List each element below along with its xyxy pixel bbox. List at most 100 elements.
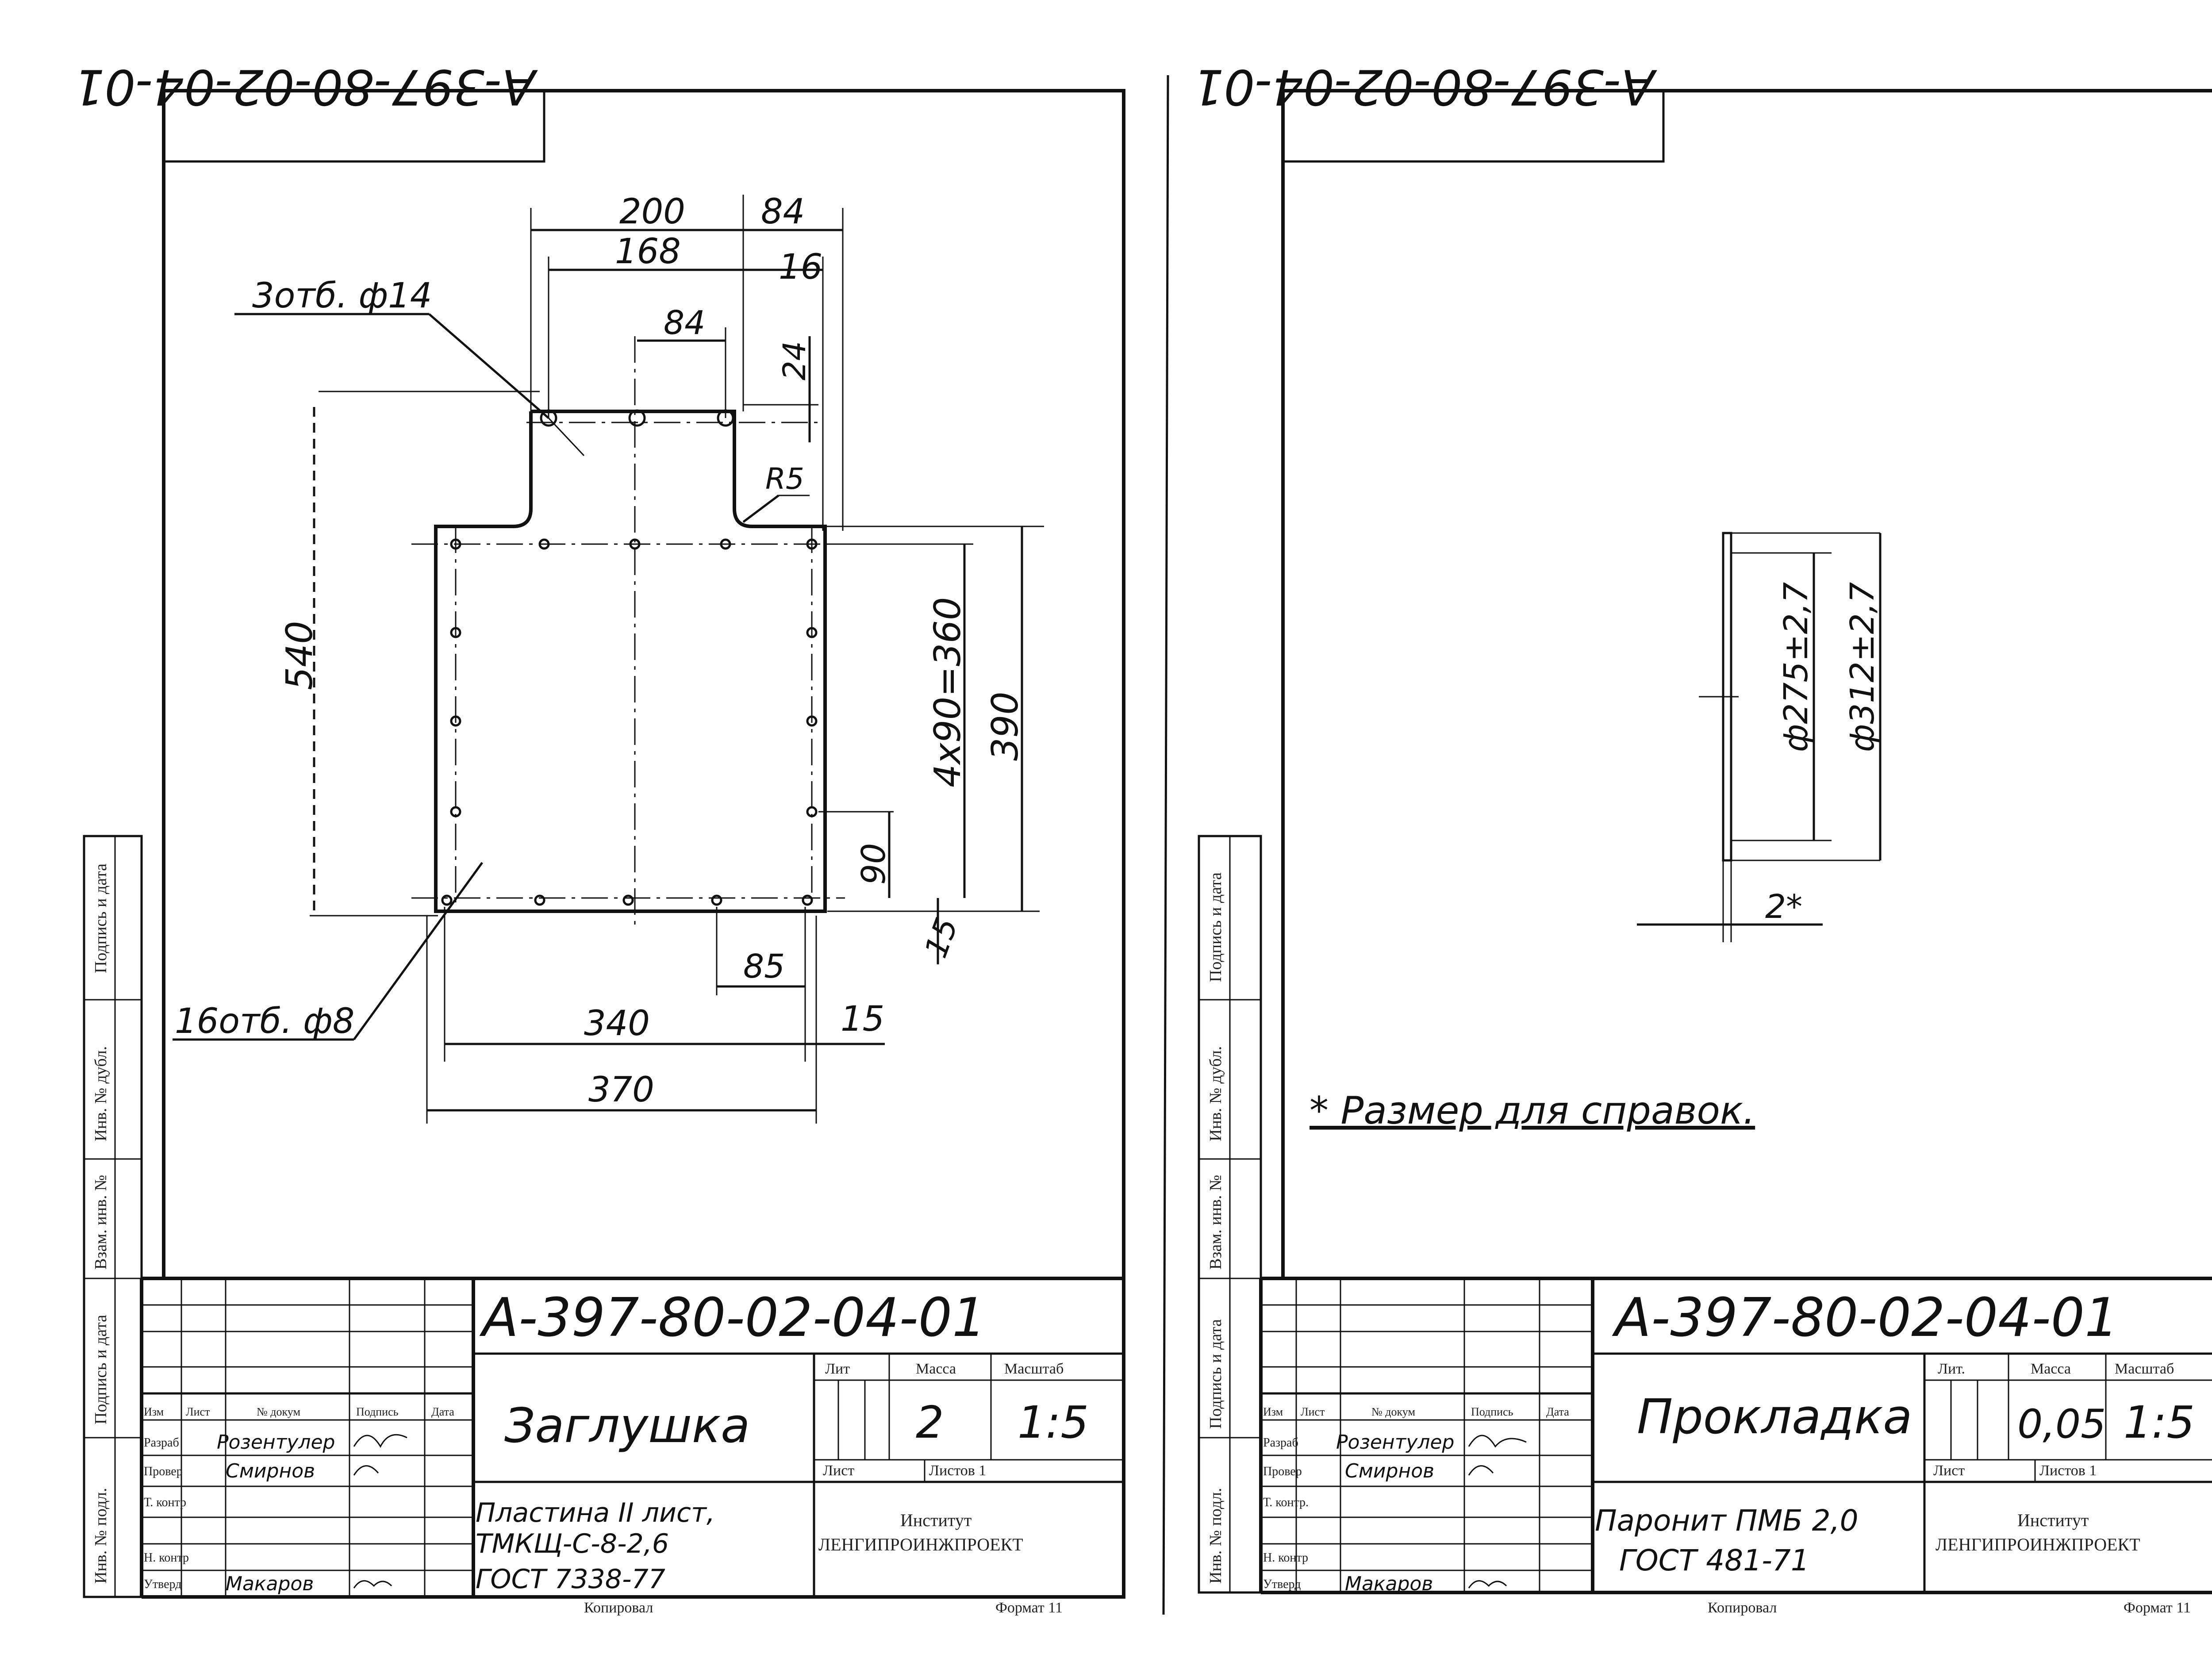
right-role-nkontr: Н. контр	[1263, 1551, 1308, 1565]
right-person-prover: Смирнов	[1345, 1460, 1434, 1482]
right-frame	[1261, 89, 2212, 1594]
left-person-prover: Смирнов	[226, 1460, 315, 1482]
right-material-line-1: Паронит ПМБ 2,0	[1595, 1504, 1859, 1538]
right-org-line-2: ЛЕНГИПРОИНЖПРОЕКТ	[1936, 1535, 2140, 1554]
left-part-name: Заглушка	[504, 1398, 750, 1454]
left-signature-1	[353, 1434, 407, 1448]
right-signature-1	[1468, 1435, 1527, 1448]
right-footer-copy: Копировал	[1708, 1600, 1777, 1616]
right-role-prover: Провер	[1263, 1465, 1302, 1478]
left-margin-label-3: Взам. инв. №	[92, 1175, 110, 1270]
dim-15-vertical: 15	[918, 913, 965, 963]
right-col-izm: Изм	[1263, 1405, 1283, 1418]
left-mass-header: Масса	[916, 1361, 956, 1377]
left-material-line-1: Пластина II лист,	[476, 1497, 715, 1528]
left-lit-header: Лит	[825, 1361, 850, 1377]
left-sheet-label: Лист	[823, 1462, 854, 1479]
right-designation: А-397-80-02-04-01	[1612, 1287, 2118, 1349]
left-margin-label-4: Подпись и дата	[92, 1315, 110, 1424]
right-sheet: А-397-80-02-04-01 Подпись и дата Инв. № …	[1193, 58, 2212, 1616]
dim-thickness: 2*	[1765, 888, 1802, 926]
large-hole	[628, 409, 646, 427]
left-scale-value: 1:5	[1018, 1397, 1089, 1448]
plug-plate-outline	[411, 336, 845, 925]
left-stamp-code: А-397-80-02-04-01	[73, 58, 538, 115]
left-role-razrab: Разраб	[144, 1436, 179, 1450]
left-role-tkontr: Т. контр	[144, 1496, 186, 1509]
left-margin-label-1: Подпись и дата	[92, 863, 110, 973]
right-margin-label-5: Инв. № подл.	[1206, 1488, 1225, 1584]
left-margin-strip: Подпись и дата Инв. № дубл. Взам. инв. №…	[83, 835, 143, 1598]
left-sheets-label: Листов 1	[929, 1462, 986, 1479]
left-col-list: Лист	[186, 1405, 210, 1418]
dim-90: 90	[855, 843, 893, 885]
right-col-sign: Подпись	[1471, 1405, 1513, 1418]
right-col-dok: № докум	[1371, 1405, 1415, 1418]
left-footer-format: Формат 11	[995, 1600, 1063, 1616]
right-sheets-label: Листов 1	[2039, 1462, 2097, 1479]
dim-phi-312: ф312±2,7	[1843, 582, 1882, 752]
right-sheet-label: Лист	[1933, 1462, 1965, 1479]
right-stamp-code: А-397-80-02-04-01	[1193, 58, 1657, 115]
right-role-razrab: Разраб	[1263, 1436, 1298, 1450]
left-col-dok: № докум	[257, 1405, 300, 1418]
dim-15-horizontal: 15	[841, 999, 884, 1039]
right-signature-3	[1468, 1580, 1507, 1589]
callout-16-holes: 16отб. ф8	[175, 1001, 354, 1041]
right-margin-label-2: Инв. № дубл.	[1206, 1046, 1225, 1141]
left-role-prover: Провер	[144, 1465, 183, 1478]
left-person-razrab: Розентулер	[217, 1431, 335, 1454]
dim-360: 4x90=360	[927, 597, 969, 787]
left-stamp-box	[162, 89, 545, 163]
left-margin-label-5: Инв. № подл.	[92, 1488, 110, 1584]
right-scale-value: 1:5	[2124, 1397, 2195, 1448]
left-material-line-2: ТМКЩ-С-8-2,6	[476, 1528, 669, 1559]
left-col-date: Дата	[431, 1405, 454, 1418]
left-role-utverd: Утверд	[144, 1577, 181, 1591]
left-material-line-3: ГОСТ 7338-77	[476, 1564, 665, 1595]
right-person-razrab: Розентулер	[1336, 1431, 1454, 1454]
left-person-utverd: Макаров	[226, 1573, 314, 1595]
left-margin-label-2: Инв. № дубл.	[92, 1046, 110, 1141]
left-org-line-1: Институт	[900, 1510, 972, 1530]
gasket-section: ф275±2,7 ф312±2,7 2* * Размер для справо…	[1310, 532, 1882, 1133]
dim-24: 24	[776, 341, 813, 380]
sheet-divider	[1162, 75, 1169, 1615]
left-role-nkontr: Н. контр	[144, 1551, 189, 1565]
right-scale-header: Масштаб	[2115, 1361, 2174, 1377]
right-role-utverd: Утверд	[1263, 1577, 1301, 1591]
dim-200: 200	[619, 192, 685, 232]
right-title-block: А-397-80-02-04-01 Прокладка Паронит ПМБ …	[1261, 1277, 2212, 1616]
dim-85: 85	[743, 948, 785, 986]
small-holes	[441, 538, 818, 906]
left-designation: А-397-80-02-04-01	[479, 1287, 986, 1349]
right-col-date: Дата	[1546, 1405, 1569, 1418]
dim-390: 390	[984, 691, 1026, 761]
left-col-sign: Подпись	[356, 1405, 399, 1418]
dim-370: 370	[588, 1070, 654, 1110]
right-signature-2	[1468, 1465, 1494, 1476]
dim-540: 540	[279, 621, 321, 690]
dim-r5: R5	[765, 462, 804, 496]
left-signature-2	[353, 1465, 379, 1476]
right-margin-label-1: Подпись и дата	[1206, 872, 1225, 982]
right-stamp-box	[1282, 89, 1665, 163]
right-lit-header: Лит.	[1938, 1361, 1965, 1377]
right-org-line-1: Институт	[2017, 1510, 2089, 1530]
right-margin-label-3: Взам. инв. №	[1206, 1175, 1225, 1270]
plate-outline	[434, 410, 827, 913]
right-margin-label-4: Подпись и дата	[1206, 1319, 1225, 1429]
left-footer-copy: Копировал	[584, 1600, 653, 1616]
right-role-tkontr: Т. контр.	[1263, 1496, 1309, 1509]
right-mass-header: Масса	[2031, 1361, 2071, 1377]
right-col-list: Лист	[1301, 1405, 1325, 1418]
dim-16: 16	[779, 247, 822, 287]
callout-3-holes: 3отб. ф14	[252, 276, 432, 316]
left-mass-value: 2	[916, 1397, 944, 1448]
left-frame	[142, 89, 1125, 1599]
dim-168: 168	[615, 232, 681, 272]
left-sheet: А-397-80-02-04-01 Подпись и дата Инв. № …	[73, 58, 1125, 1616]
left-col-izm: Изм	[144, 1405, 164, 1418]
left-scale-header: Масштаб	[1004, 1361, 1064, 1377]
